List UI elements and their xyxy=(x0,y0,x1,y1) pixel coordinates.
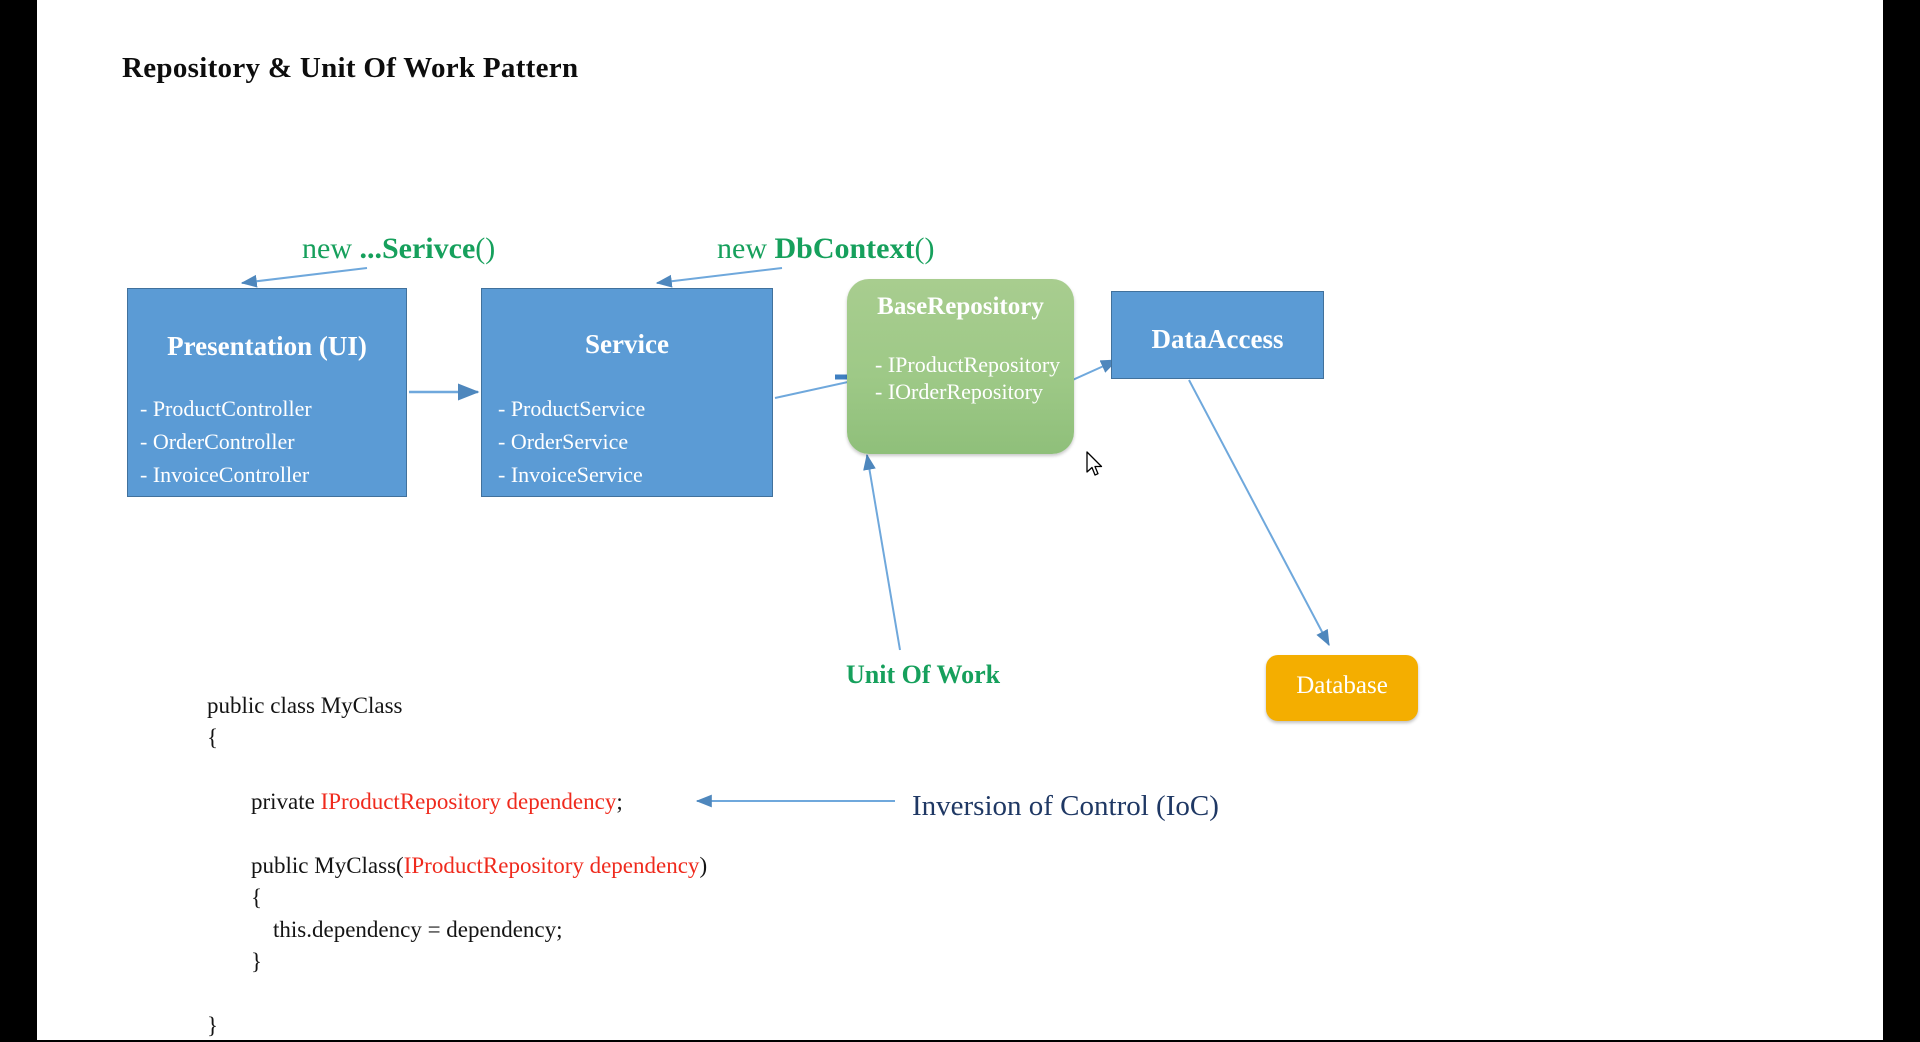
list-item: - OrderService xyxy=(498,429,629,454)
list-item: - OrderController xyxy=(140,429,295,454)
box-service[interactable]: Service - ProductService - OrderService … xyxy=(481,288,773,497)
code-token: public class MyClass xyxy=(207,693,403,718)
code-line: this.dependency = dependency; xyxy=(207,914,707,946)
box-presentation-title: Presentation (UI) xyxy=(167,331,367,361)
box-base-repository[interactable]: BaseRepository - IProductRepository - IO… xyxy=(847,279,1074,454)
page-title: Repository & Unit Of Work Pattern xyxy=(122,52,579,84)
code-line xyxy=(207,978,707,1010)
code-token: ) xyxy=(699,853,708,878)
list-item: - IOrderRepository xyxy=(875,379,1044,404)
code-block: public class MyClass { private IProductRe… xyxy=(207,690,707,1042)
box-base-repository-title: BaseRepository xyxy=(877,293,1044,320)
annotation-new-dbcontext-suffix: () xyxy=(914,232,935,265)
list-item: - InvoiceService xyxy=(498,462,643,487)
letterbox-right xyxy=(1883,0,1920,1040)
box-database-title: Database xyxy=(1296,672,1388,699)
code-token-highlight: IProductRepository dependency xyxy=(320,789,617,814)
code-line xyxy=(207,754,707,786)
code-token: ; xyxy=(616,789,623,814)
letterbox-left xyxy=(0,0,37,1040)
list-item: - ProductController xyxy=(140,396,312,421)
annotation-new-service: new ...Serivce() xyxy=(302,232,495,266)
annotation-new-dbcontext: new DbContext() xyxy=(717,232,934,266)
annotation-new-service-suffix: () xyxy=(475,232,496,265)
code-line xyxy=(207,818,707,850)
code-token: private xyxy=(251,789,321,814)
box-presentation[interactable]: Presentation (UI) - ProductController - … xyxy=(127,288,407,497)
leader-unit-of-work xyxy=(863,453,901,651)
code-line: { xyxy=(207,722,707,754)
slide-surface: Repository & Unit Of Work Pattern xyxy=(37,0,1883,1040)
annotation-new-service-prefix: new xyxy=(302,232,360,265)
code-line: private IProductRepository dependency; xyxy=(207,786,707,818)
code-line: } xyxy=(207,946,707,978)
annotation-new-dbcontext-prefix: new xyxy=(717,232,775,265)
arrow-service-to-baserepository xyxy=(774,379,858,399)
annotation-new-dbcontext-strong: DbContext xyxy=(774,232,915,265)
box-database[interactable]: Database xyxy=(1266,655,1418,721)
code-line: public class MyClass xyxy=(207,690,707,722)
arrow-new-service-to-presentation xyxy=(240,267,368,288)
box-base-repository-list: - IProductRepository - IOrderRepository xyxy=(875,351,1060,405)
code-token: { xyxy=(251,885,263,910)
box-data-access-title: DataAccess xyxy=(1151,324,1284,354)
code-token: } xyxy=(207,1013,219,1038)
box-service-list: - ProductService - OrderService - Invoic… xyxy=(498,392,645,491)
annotation-new-service-strong: ...Serivce xyxy=(359,232,476,265)
box-data-access[interactable]: DataAccess xyxy=(1111,291,1324,379)
arrow-dataaccess-to-database xyxy=(1188,379,1330,647)
box-presentation-list: - ProductController - OrderController - … xyxy=(140,392,312,491)
code-line: public MyClass(IProductRepository depend… xyxy=(207,850,707,882)
arrow-new-dbcontext-to-service xyxy=(655,267,783,288)
code-token: { xyxy=(207,725,219,750)
list-item: - InvoiceController xyxy=(140,462,310,487)
code-token: this.dependency = dependency; xyxy=(273,917,563,942)
list-item: - IProductRepository xyxy=(875,352,1061,377)
code-line: { xyxy=(207,882,707,914)
box-service-title: Service xyxy=(585,329,669,359)
annotation-unit-of-work: Unit Of Work xyxy=(846,660,1001,689)
code-token-highlight: IProductRepository dependency xyxy=(403,853,700,878)
code-line: } xyxy=(207,1010,707,1042)
annotation-inversion-of-control: Inversion of Control (IoC) xyxy=(912,790,1219,822)
code-token: } xyxy=(251,949,263,974)
mouse-cursor-icon xyxy=(1086,451,1103,476)
code-token: public MyClass( xyxy=(251,853,404,878)
list-item: - ProductService xyxy=(498,396,646,421)
